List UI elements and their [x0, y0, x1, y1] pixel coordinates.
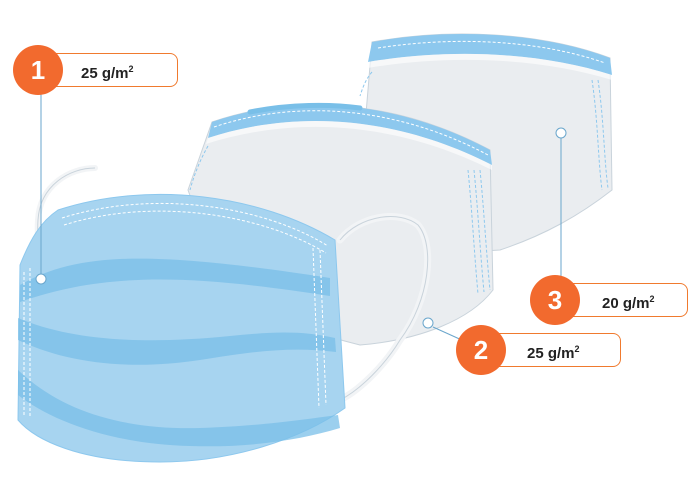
layer-1-density: 25 g/m2 — [81, 65, 134, 82]
callout-layer-1: 25 g/m2 1 — [13, 53, 178, 87]
layer-2-badge: 2 — [456, 325, 506, 375]
layer-1-shape — [18, 194, 345, 462]
callout-layer-2: 25 g/m2 2 — [456, 333, 621, 367]
layer-3-density: 20 g/m2 — [602, 295, 655, 312]
marker-2 — [423, 318, 433, 328]
marker-3 — [556, 128, 566, 138]
marker-1 — [36, 274, 46, 284]
layer-2-density: 25 g/m2 — [527, 345, 580, 362]
callout-layer-3: 20 g/m2 3 — [530, 283, 688, 317]
layer-1-badge: 1 — [13, 45, 63, 95]
layer-3-badge: 3 — [530, 275, 580, 325]
